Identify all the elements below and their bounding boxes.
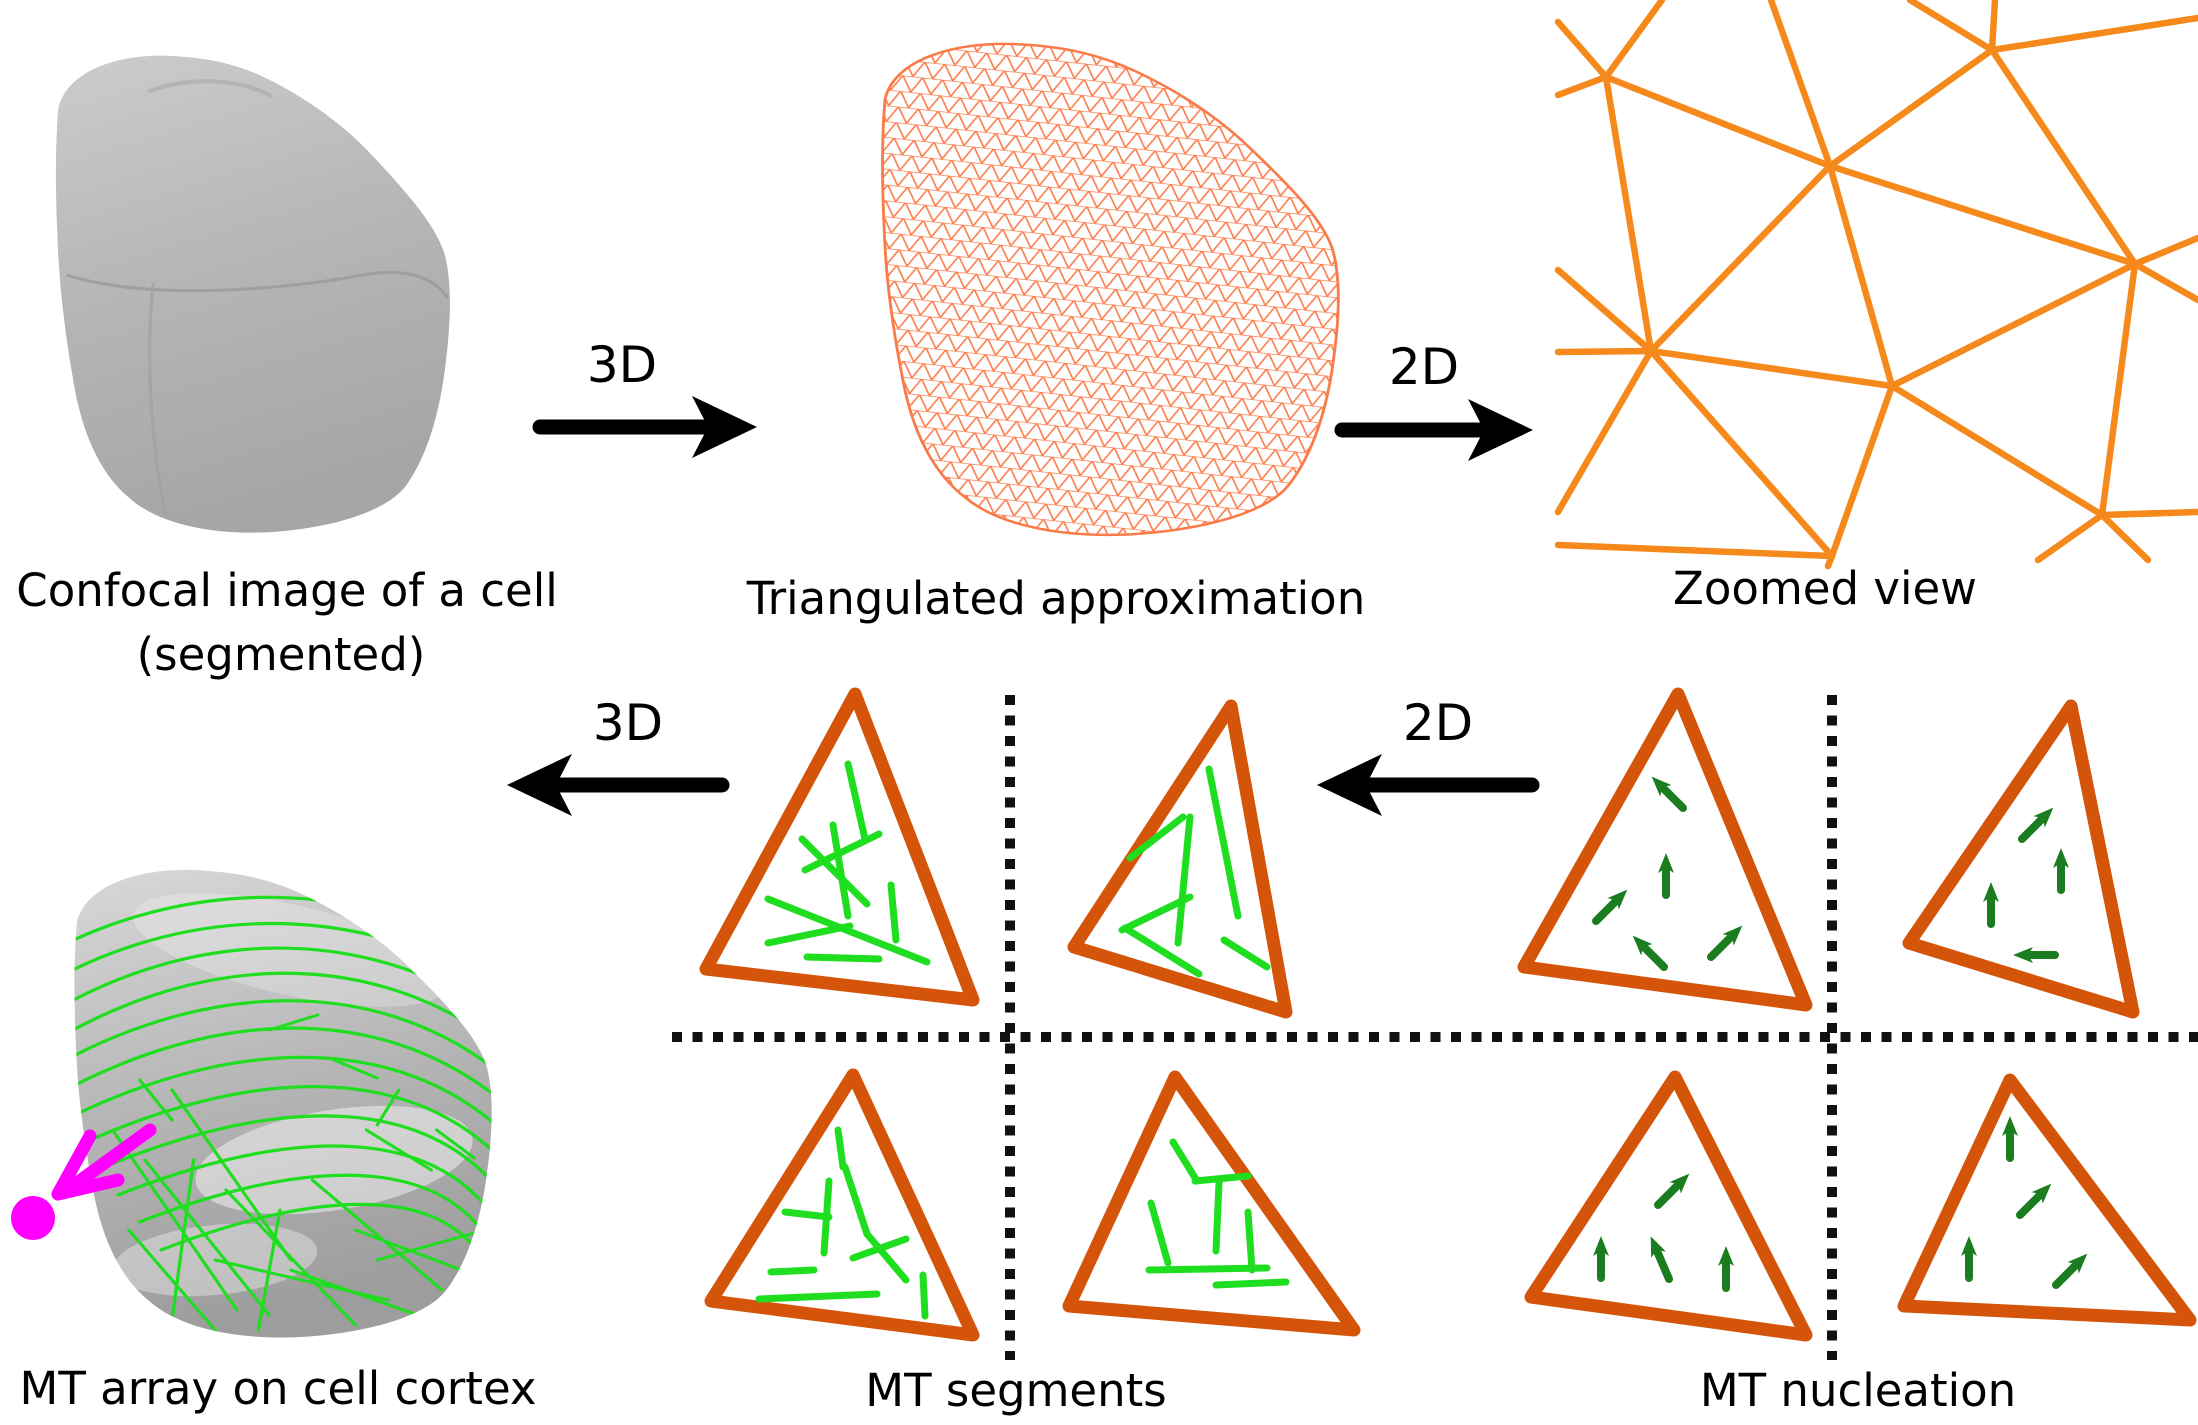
- segment-triangles: [699, 687, 1361, 1342]
- mt-array-panel: [11, 869, 492, 1338]
- top-2d-arrow: [1334, 399, 1533, 461]
- nucleation-arrow-icon: [1592, 889, 1628, 925]
- bottom-2d-arrow-label: 2D: [1402, 694, 1474, 752]
- mesh-edges: [1828, 382, 2106, 560]
- mesh-edges: [1826, 0, 2198, 268]
- mesh-edges: [2034, 508, 2198, 564]
- mt-nucleation-caption: MT nucleation: [1699, 1364, 2017, 1417]
- mesh-edges: [1554, 0, 1834, 355]
- mesh-edges: [1888, 234, 2198, 519]
- bottom-3d-arrow: [507, 754, 730, 816]
- cell-crease: [147, 79, 274, 99]
- triangle: [1517, 687, 1813, 1012]
- triangle: [1897, 1073, 2197, 1327]
- triangulated-mesh-panel: [881, 42, 1340, 537]
- nucleation-arrow-icon: [1654, 1173, 1690, 1209]
- mt-segment-lines: [755, 760, 1290, 1320]
- triangle: [1524, 1070, 1813, 1342]
- confocal-cell-panel: [55, 55, 450, 533]
- left-arrowhead-icon: [1317, 754, 1382, 816]
- mesh-edges: [1647, 0, 2139, 390]
- mt-array-caption: MT array on cell cortex: [19, 1362, 537, 1415]
- nucleation-arrow-icon: [1651, 776, 1687, 812]
- nucleation-direction-arrows: [1592, 776, 2088, 1292]
- mt-nucleation-panel: [1517, 687, 2197, 1342]
- pointer-shaft: [63, 1123, 157, 1195]
- top-3d-arrow-label: 3D: [586, 336, 658, 394]
- triangulated-caption: Triangulated approximation: [746, 572, 1366, 625]
- zoomed-view-caption: Zoomed view: [1673, 562, 1977, 615]
- top-2d-arrow-label: 2D: [1388, 338, 1460, 396]
- triangle: [1902, 699, 2140, 1019]
- zoomed-mesh-panel: [1554, 0, 2198, 570]
- triangle: [699, 687, 980, 1007]
- nucleation-arrow-icon: [2016, 1183, 2052, 1219]
- triangle: [704, 1068, 980, 1342]
- mt-segments-caption: MT segments: [865, 1364, 1167, 1417]
- confocal-caption-line1: Confocal image of a cell: [16, 564, 558, 617]
- nucleation-site-dot: [11, 1196, 55, 1240]
- triangle: [1062, 1070, 1361, 1337]
- wireframe-cell: [881, 42, 1340, 537]
- confocal-caption-line2: (segmented): [136, 628, 426, 681]
- nucleation-triangles: [1517, 687, 2197, 1342]
- cell-crease: [148, 282, 168, 518]
- nucleation-arrow-icon: [2018, 807, 2054, 843]
- triangle: [1067, 699, 1293, 1019]
- magenta-pointer: [11, 1123, 157, 1240]
- mesh-edges: [1554, 541, 1836, 570]
- top-3d-arrow: [532, 396, 757, 458]
- right-arrowhead-icon: [1468, 399, 1533, 461]
- nucleation-arrow-icon: [1632, 935, 1668, 971]
- cell-crease: [65, 270, 450, 300]
- bottom-2d-arrow: [1317, 754, 1540, 816]
- mt-segments-panel: [699, 687, 1361, 1342]
- right-arrowhead-icon: [692, 396, 757, 458]
- nucleation-arrow-icon: [2052, 1253, 2088, 1289]
- bottom-3d-arrow-label: 3D: [592, 694, 664, 752]
- left-arrowhead-icon: [507, 754, 572, 816]
- nucleation-arrow-icon: [1707, 925, 1743, 961]
- dotted-separators: [672, 695, 2198, 1360]
- nucleation-arrow-icon: [1650, 1236, 1673, 1283]
- mesh-edges: [1554, 266, 1896, 560]
- cell-body: [55, 55, 450, 533]
- microtubule-array: [74, 895, 492, 1332]
- left-down-arrowhead-icon: [51, 1129, 125, 1201]
